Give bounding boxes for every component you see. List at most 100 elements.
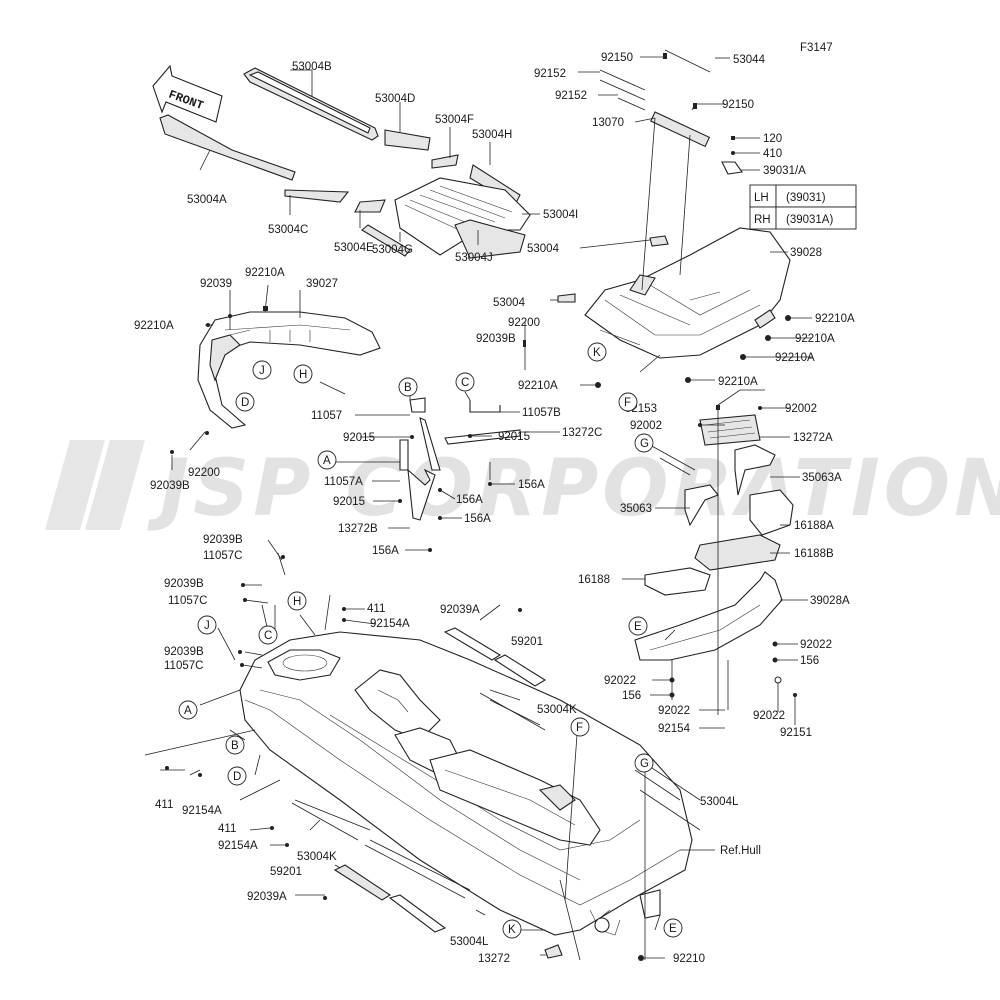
label-92200-a: 92200 [508, 317, 540, 329]
callout-c-bot: C [258, 625, 278, 645]
callout-a-top: A [317, 450, 337, 470]
label-13070: 13070 [592, 117, 624, 129]
label-92039b-d: 92039B [164, 578, 204, 590]
callout-f-bot: F [570, 717, 590, 737]
label-92154: 92154 [658, 723, 691, 735]
label-53004b: 53004B [292, 61, 332, 73]
label-156-b: 156 [800, 655, 819, 667]
fasteners-right [669, 405, 797, 698]
fasteners-left [170, 306, 268, 454]
label-92200-b: 92200 [188, 467, 220, 479]
svg-text:C: C [461, 377, 469, 389]
svg-text:G: G [640, 438, 649, 450]
svg-text:F: F [576, 722, 583, 734]
label-92152-b: 92152 [555, 90, 587, 102]
top-leaders [199, 69, 540, 245]
rear-deck-cover [557, 49, 791, 359]
label-11057b: 11057B [522, 407, 561, 419]
svg-text:H: H [299, 369, 307, 381]
label-53004d: 53004D [375, 93, 415, 105]
label-92154a-a: 92154A [370, 618, 410, 630]
label-92210a-5: 92210A [718, 376, 758, 388]
label-411-c: 411 [218, 823, 236, 835]
label-92015-c: 92015 [333, 496, 365, 508]
label-16188b: 16188B [794, 548, 834, 560]
label-120: 120 [763, 133, 782, 145]
label-92039b-e: 92039B [164, 646, 204, 658]
label-156a-2: 156A [518, 479, 545, 491]
label-53004-b: 53004 [493, 297, 526, 309]
label-92002-b: 92002 [630, 420, 662, 432]
label-53004c: 53004C [268, 224, 308, 236]
hull [239, 631, 693, 936]
label-59201-b: 59201 [270, 866, 302, 878]
label-92150-a: 92150 [601, 52, 633, 64]
label-92210a-4: 92210A [518, 380, 558, 392]
label-39027: 39027 [306, 278, 338, 290]
svg-text:J: J [204, 620, 210, 632]
svg-text:F: F [624, 397, 631, 409]
legend-table: LH (39031) RH (39031A) [749, 184, 857, 230]
callout-g-bot: G [634, 753, 654, 773]
callout-d-bot: D [227, 766, 247, 786]
label-92022-d: 92022 [753, 710, 785, 722]
label-53004g: 53004G [372, 244, 413, 256]
label-35063: 35063 [620, 503, 652, 515]
callout-a-bot: A [178, 700, 198, 720]
label-92015-b: 92015 [498, 431, 530, 443]
label-53004i: 53004I [543, 209, 578, 221]
label-410: 410 [763, 148, 782, 160]
label-92150-b: 92150 [722, 99, 754, 111]
callout-c-top: C [455, 372, 475, 392]
label-92015-a: 92015 [343, 432, 375, 444]
right-stack [622, 389, 808, 729]
label-39031a: 39031/A [763, 165, 806, 177]
label-39028a: 39028A [810, 595, 850, 607]
label-13272: 13272 [478, 953, 510, 965]
label-92039b-a: 92039B [476, 333, 516, 345]
callout-k-bot: K [502, 919, 522, 939]
svg-text:E: E [634, 621, 642, 633]
label-92022-a: 92022 [800, 639, 832, 651]
fasteners-top [523, 53, 791, 388]
middle-brackets [327, 391, 560, 551]
label-156a-3: 156A [464, 513, 491, 525]
svg-text:K: K [508, 924, 516, 936]
label-53004k-a: 53004K [537, 704, 577, 716]
label-92039a-b: 92039A [247, 891, 287, 903]
label-92151: 92151 [780, 727, 812, 739]
label-35063a: 35063A [802, 472, 842, 484]
legend-lh-part: (39031) [786, 192, 826, 204]
label-92210: 92210 [673, 953, 705, 965]
label-53004a: 53004A [187, 194, 227, 206]
label-11057c-b: 11057C [168, 595, 207, 607]
label-156a-1: 156A [456, 494, 483, 506]
svg-text:B: B [404, 382, 412, 394]
label-411-b: 411 [155, 799, 173, 811]
label-92154a-b: 92154A [182, 805, 222, 817]
label-92022-b: 92022 [604, 675, 636, 687]
callout-h-bot: H [287, 591, 307, 611]
label-11057c-a: 11057C [203, 550, 242, 562]
label-ref-hull: Ref.Hull [720, 845, 761, 857]
label-53004-a: 53004 [527, 243, 560, 255]
label-59201-a: 59201 [511, 636, 543, 648]
svg-text:K: K [593, 347, 601, 359]
label-13272b: 13272B [338, 523, 378, 535]
label-92210a-3: 92210A [775, 352, 815, 364]
label-92154a-c: 92154A [218, 840, 258, 852]
label-92210a-7: 92210A [134, 320, 174, 332]
legend-rh-side: RH [754, 214, 771, 226]
front-arrow: FRONT [152, 64, 223, 123]
bow-cover [171, 284, 381, 470]
label-11057a: 11057A [324, 476, 363, 488]
callout-j-top: J [252, 360, 272, 380]
callout-circles: K F J H D B C A G E H C J A B D F G K E [178, 342, 683, 939]
label-53004e: 53004E [334, 242, 374, 254]
fasteners-middle [398, 434, 492, 552]
callout-f-top: F [618, 392, 638, 412]
label-53004k-b: 53004K [297, 851, 337, 863]
svg-text:G: G [640, 758, 649, 770]
callout-d-top: D [235, 392, 255, 412]
